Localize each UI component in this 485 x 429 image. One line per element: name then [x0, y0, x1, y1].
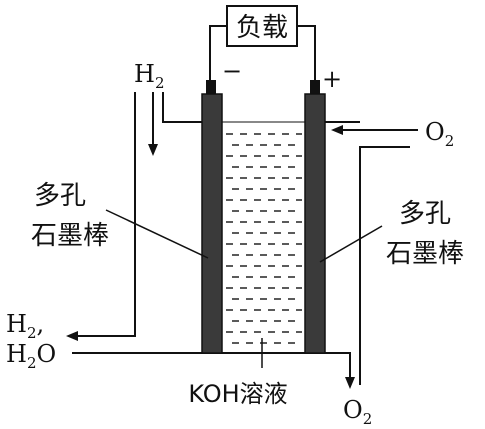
o2-inlet-arrow — [331, 125, 343, 135]
right-electrode — [304, 93, 326, 354]
electrolyte-label: KOH溶液 — [188, 380, 287, 408]
right-electrode-pointer — [319, 225, 383, 263]
h2-outlet-label-line2: H2O — [6, 340, 56, 372]
positive-sign: + — [322, 65, 342, 93]
h2-outlet-line — [72, 92, 136, 337]
left-electrode-pointer — [105, 209, 209, 259]
left-electrode-label-line1: 多孔 — [34, 181, 86, 211]
cathode-chamber-bottom — [325, 352, 351, 382]
right-electrode-label-line2: 石墨棒 — [386, 239, 464, 269]
h2-outlet-label-line1: H2, — [6, 310, 44, 342]
right-terminal — [310, 80, 320, 94]
o2-outlet-arrow — [345, 377, 355, 389]
load-label: 负载 — [236, 13, 288, 43]
left-wire — [209, 25, 227, 84]
right-wire — [297, 25, 316, 84]
o2-outlet-label: O2 — [343, 396, 372, 428]
h2-inlet-arrow — [148, 144, 158, 156]
right-electrode-label-line1: 多孔 — [399, 199, 451, 229]
negative-sign: − — [222, 57, 242, 85]
left-electrode — [201, 93, 223, 354]
o2-inlet-label: O2 — [425, 118, 454, 150]
h2-outlet-arrow — [66, 331, 78, 341]
cathode-chamber-outline — [359, 146, 410, 385]
anode-chamber-top — [162, 92, 202, 123]
h2-inlet-label: H2 — [134, 60, 164, 92]
left-terminal — [206, 80, 216, 94]
electrolyte-region — [222, 121, 307, 344]
left-electrode-label-line2: 石墨棒 — [31, 221, 109, 251]
